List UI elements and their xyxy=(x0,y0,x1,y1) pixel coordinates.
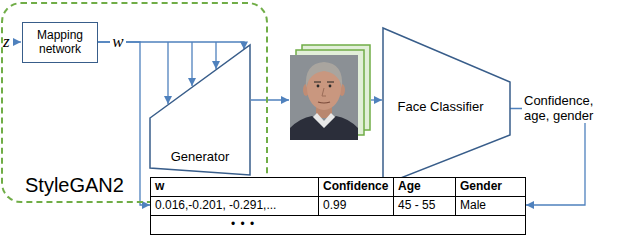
node-label: Face Classifier xyxy=(398,99,484,115)
table-header-cell: Age xyxy=(394,178,456,197)
generator-trapezoid: Generator xyxy=(150,45,250,175)
face-collar xyxy=(313,113,335,128)
face-image-stack xyxy=(290,45,370,140)
face-brow xyxy=(327,81,334,83)
results-table: wConfidenceAgeGender 0.016,-0.201, -0.291… xyxy=(150,177,526,235)
face-nose xyxy=(322,88,326,96)
table-cell: Male xyxy=(456,197,526,216)
face-classifier-trapezoid: Face Classifier xyxy=(383,28,510,185)
table-cell: 45 - 55 xyxy=(394,197,456,216)
input-label: z xyxy=(3,32,10,52)
style-input-arrow xyxy=(191,42,192,86)
output-label: Confidence, age, gender xyxy=(522,94,610,124)
connector-arrow xyxy=(98,42,244,49)
z-arrow xyxy=(13,41,21,42)
mapping-network-box: Mapping network xyxy=(22,22,98,63)
style-input-arrow xyxy=(167,42,168,104)
table-header-cell: Confidence xyxy=(319,178,394,197)
table-header-cell: Gender xyxy=(456,178,526,197)
node-label: Mapping network xyxy=(27,28,93,57)
face-eye xyxy=(329,85,332,88)
trapezoid-shape xyxy=(150,45,250,175)
node-label: StyleGAN2 xyxy=(25,173,124,197)
style-input-arrow xyxy=(215,42,216,69)
face-brow xyxy=(314,81,321,83)
stylegan2-region: StyleGAN2 Mapping networkGenerator xyxy=(1,2,268,203)
face-photo xyxy=(290,55,358,140)
face-mouth xyxy=(318,102,330,103)
table-cell: 0.99 xyxy=(319,197,394,216)
table-cell: 0.016,-0.201, -0.291,... xyxy=(151,197,319,216)
table-header-cell: w xyxy=(151,178,319,197)
latent-label: w xyxy=(110,32,125,52)
table-cell: • • • xyxy=(151,216,526,235)
node-label: Generator xyxy=(171,149,230,165)
face-hair xyxy=(306,62,342,88)
classifier-input-arrow xyxy=(371,99,382,100)
trapezoid-shape xyxy=(383,28,510,185)
generator-output-arrow xyxy=(251,99,289,100)
face-eye xyxy=(317,85,320,88)
